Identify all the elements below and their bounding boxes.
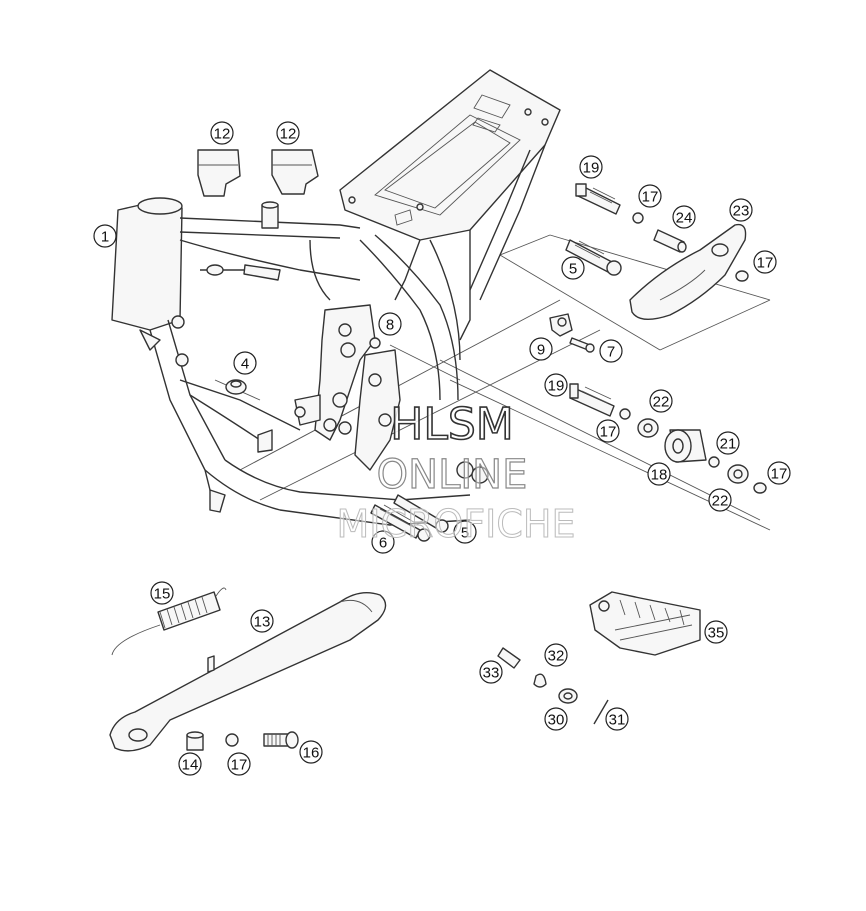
callout-9: 9 bbox=[529, 337, 553, 361]
svg-text:12: 12 bbox=[214, 126, 231, 143]
bracket-part-9 bbox=[549, 313, 595, 353]
svg-text:16: 16 bbox=[303, 745, 320, 762]
callout-30: 30 bbox=[544, 707, 568, 731]
pivot-plate-left bbox=[314, 304, 376, 441]
svg-text:14: 14 bbox=[182, 757, 199, 774]
svg-text:22: 22 bbox=[653, 394, 670, 411]
callout-15: 15 bbox=[150, 581, 174, 605]
svg-text:13: 13 bbox=[254, 614, 271, 631]
svg-text:17: 17 bbox=[600, 424, 617, 441]
watermark-line-2: ONLINE bbox=[377, 452, 528, 498]
callout-17e: 17 bbox=[227, 752, 251, 776]
steering-head-tube bbox=[111, 204, 183, 331]
svg-text:31: 31 bbox=[609, 712, 626, 729]
callout-17c: 17 bbox=[596, 419, 620, 443]
callout-33: 33 bbox=[479, 660, 503, 684]
watermark: HLSM ONLINE MICROFICHE bbox=[336, 398, 576, 546]
svg-text:7: 7 bbox=[607, 344, 615, 361]
frame-guard-right bbox=[271, 149, 319, 195]
frame-guards bbox=[197, 149, 319, 197]
svg-text:6: 6 bbox=[379, 535, 387, 552]
frame-guard-left bbox=[197, 149, 241, 197]
swingarm-bushing-assembly bbox=[569, 383, 767, 494]
callout-8: 8 bbox=[378, 312, 402, 336]
callout-18: 18 bbox=[647, 462, 671, 486]
svg-text:22: 22 bbox=[712, 493, 729, 510]
callout-12a: 12 bbox=[210, 121, 234, 145]
callout-32: 32 bbox=[544, 643, 568, 667]
footpeg-assembly bbox=[497, 591, 701, 725]
nut-part-8 bbox=[369, 337, 381, 349]
callout-5a: 5 bbox=[561, 256, 585, 280]
svg-text:8: 8 bbox=[386, 317, 394, 334]
watermark-line-1: HLSM bbox=[390, 399, 514, 450]
svg-text:35: 35 bbox=[708, 625, 725, 642]
svg-text:30: 30 bbox=[548, 712, 565, 729]
brake-pedal-assembly bbox=[575, 183, 749, 320]
pivot-plate-right bbox=[354, 349, 401, 471]
svg-text:17: 17 bbox=[231, 757, 248, 774]
callout-23: 23 bbox=[729, 198, 753, 222]
svg-text:17: 17 bbox=[642, 189, 659, 206]
callout-6: 6 bbox=[371, 530, 395, 554]
svg-text:5: 5 bbox=[569, 261, 577, 278]
callout-21: 21 bbox=[716, 431, 740, 455]
callout-22a: 22 bbox=[649, 389, 673, 413]
bolts-lower bbox=[370, 494, 449, 542]
callout-19b: 19 bbox=[544, 373, 568, 397]
svg-text:4: 4 bbox=[241, 356, 249, 373]
bushing-part-4 bbox=[225, 379, 247, 395]
watermark-line-3: MICROFICHE bbox=[336, 502, 575, 546]
callout-5b: 5 bbox=[453, 520, 477, 544]
svg-text:19: 19 bbox=[548, 378, 565, 395]
callout-35: 35 bbox=[704, 620, 728, 644]
svg-text:32: 32 bbox=[548, 648, 565, 665]
callouts: 1 12 12 4 8 9 7 5 6 5 19 17 24 23 17 19 … bbox=[93, 121, 791, 776]
svg-text:33: 33 bbox=[483, 665, 500, 682]
svg-text:18: 18 bbox=[651, 467, 668, 484]
side-stand-hardware bbox=[186, 731, 299, 751]
svg-text:23: 23 bbox=[733, 203, 750, 220]
svg-text:24: 24 bbox=[676, 210, 693, 227]
rear-subframe bbox=[339, 69, 561, 241]
callout-4: 4 bbox=[233, 351, 257, 375]
svg-text:5: 5 bbox=[461, 525, 469, 542]
callout-19a: 19 bbox=[579, 155, 603, 179]
side-stand bbox=[109, 592, 387, 752]
callout-22b: 22 bbox=[708, 488, 732, 512]
callout-16: 16 bbox=[299, 740, 323, 764]
svg-text:15: 15 bbox=[154, 586, 171, 603]
callout-17b: 17 bbox=[753, 250, 777, 274]
main-frame bbox=[111, 69, 561, 526]
callout-14: 14 bbox=[178, 752, 202, 776]
callout-7: 7 bbox=[599, 339, 623, 363]
side-stand-leg bbox=[109, 592, 387, 752]
svg-text:19: 19 bbox=[583, 160, 600, 177]
footpeg bbox=[589, 591, 701, 656]
bolt-part-5-upper bbox=[565, 239, 622, 276]
guide-lines bbox=[214, 234, 771, 531]
side-stand-spring bbox=[111, 587, 227, 656]
svg-text:12: 12 bbox=[280, 126, 297, 143]
callout-17d: 17 bbox=[767, 461, 791, 485]
svg-text:1: 1 bbox=[101, 229, 109, 246]
svg-text:17: 17 bbox=[771, 466, 788, 483]
svg-text:21: 21 bbox=[720, 436, 737, 453]
callout-12b: 12 bbox=[276, 121, 300, 145]
brake-pedal bbox=[629, 223, 747, 320]
callout-31: 31 bbox=[605, 707, 629, 731]
svg-text:9: 9 bbox=[537, 342, 545, 359]
callout-24: 24 bbox=[672, 205, 696, 229]
callout-13: 13 bbox=[250, 609, 274, 633]
svg-text:17: 17 bbox=[757, 255, 774, 272]
callout-17a: 17 bbox=[638, 184, 662, 208]
callout-1: 1 bbox=[93, 224, 117, 248]
